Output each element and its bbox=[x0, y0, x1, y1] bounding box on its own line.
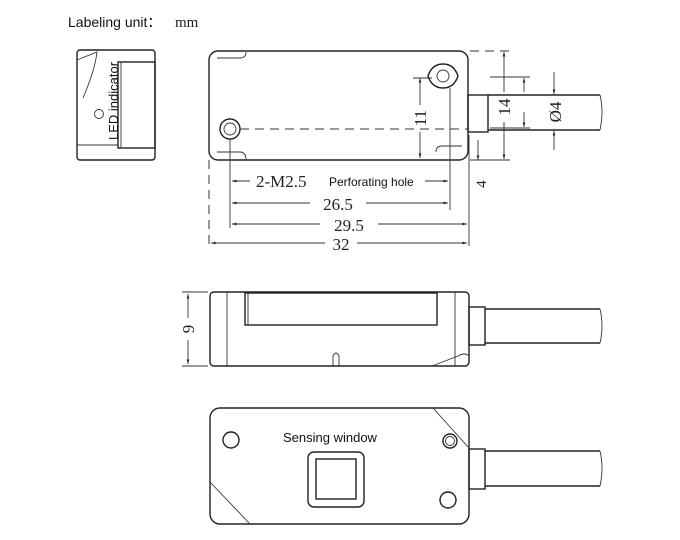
dim-26-5: 26.5 bbox=[323, 195, 353, 214]
end-view: LED indicator bbox=[76, 49, 156, 161]
sensing-window-icon bbox=[307, 451, 365, 508]
led-indicator-label: LED indicator bbox=[106, 61, 121, 140]
bottom-view: Sensing window bbox=[209, 407, 603, 525]
dim-diameter-4: Ø4 bbox=[546, 101, 565, 122]
dim-9: 9 bbox=[179, 325, 198, 334]
labeling-unit-value: mm bbox=[175, 15, 199, 31]
dim-29-5: 29.5 bbox=[334, 216, 364, 235]
labeling-unit-label: Labeling unit： bbox=[68, 14, 161, 30]
dim-11: 11 bbox=[411, 110, 430, 126]
side-view: 9 bbox=[179, 291, 603, 367]
mount-hole-icon bbox=[427, 63, 459, 89]
mount-hole-icon bbox=[442, 433, 458, 449]
mount-hole-icon bbox=[219, 118, 241, 140]
led-indicator-icon bbox=[94, 109, 104, 119]
sensing-window-label: Sensing window bbox=[283, 430, 378, 445]
top-view: 2-M2.5 Perforating hole 26.5 29.5 32 11 … bbox=[208, 50, 603, 254]
mount-hole-icon bbox=[222, 431, 240, 449]
dim-14: 14 bbox=[495, 98, 514, 116]
dim-4: 4 bbox=[474, 180, 490, 188]
perforating-hole-label: Perforating hole bbox=[329, 175, 414, 189]
dim-32: 32 bbox=[333, 235, 350, 254]
hole-size-label: 2-M2.5 bbox=[256, 172, 307, 191]
mount-hole-icon bbox=[439, 491, 457, 509]
